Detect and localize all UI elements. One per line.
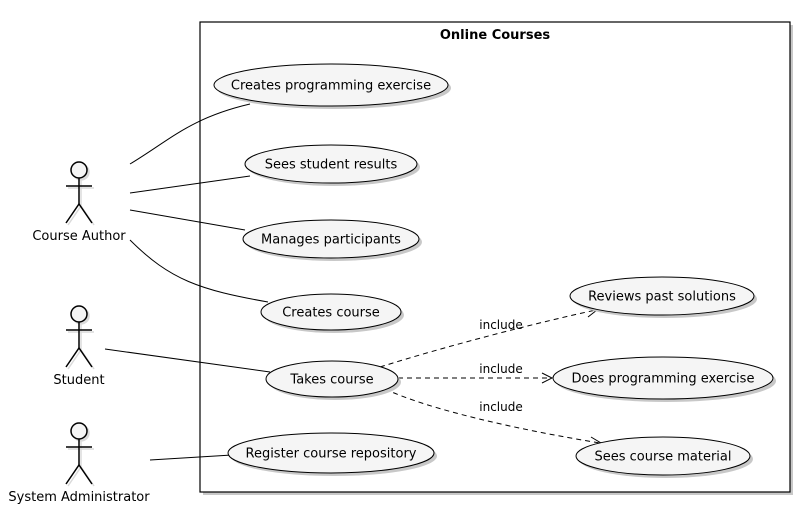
- use-case-see-results[interactable]: Sees student results: [244, 144, 420, 186]
- assoc-author-create-course: [129, 239, 269, 303]
- actor-label: Course Author: [32, 229, 126, 244]
- use-case-create-exercise[interactable]: Creates programming exercise: [213, 63, 451, 109]
- include-arrow-material: [384, 388, 601, 444]
- actor-system-administrator[interactable]: System Administrator: [8, 422, 150, 505]
- stick-figure-icon: [65, 161, 95, 226]
- use-case-do-exercise[interactable]: Does programming exercise: [552, 356, 776, 402]
- use-case-label: Does programming exercise: [572, 372, 755, 387]
- use-case-label: Sees course material: [594, 450, 731, 465]
- use-case-label: Creates programming exercise: [231, 79, 431, 94]
- include-dependencies: include include include: [379, 304, 603, 450]
- use-case-label: Creates course: [282, 306, 380, 321]
- include-label-review: include: [479, 318, 522, 332]
- include-label-material: include: [479, 400, 522, 414]
- assoc-admin-register-repository: [149, 454, 233, 461]
- actor-student[interactable]: Student: [53, 305, 105, 388]
- use-case-label: Takes course: [289, 373, 373, 388]
- actor-label: Student: [53, 373, 104, 388]
- use-case-see-material[interactable]: Sees course material: [575, 436, 753, 478]
- use-case-review-solutions[interactable]: Reviews past solutions: [569, 276, 757, 318]
- actor-label: System Administrator: [8, 490, 150, 505]
- include-arrowhead-exercise: [541, 372, 554, 384]
- assoc-author-create-exercise: [129, 103, 251, 165]
- use-case-take-course[interactable]: Takes course: [265, 360, 401, 400]
- assoc-author-see-results: [129, 175, 251, 194]
- include-label-exercise: include: [479, 362, 522, 376]
- stick-figure-icon: [65, 305, 95, 370]
- associations: [104, 103, 271, 461]
- system-title: Online Courses: [440, 28, 551, 43]
- stick-figure-icon: [65, 422, 95, 487]
- assoc-author-manage-participants: [129, 209, 246, 231]
- include-arrow-review: [379, 309, 597, 368]
- use-case-label: Register course repository: [246, 447, 417, 462]
- use-case-manage-participants[interactable]: Manages participants: [242, 219, 422, 261]
- use-case-label: Sees student results: [265, 158, 398, 173]
- use-case-create-course[interactable]: Creates course: [260, 293, 404, 333]
- actor-course-author[interactable]: Course Author: [32, 161, 126, 244]
- use-case-label: Manages participants: [261, 233, 401, 248]
- assoc-student-take-course: [104, 348, 271, 373]
- use-case-label: Reviews past solutions: [588, 290, 736, 305]
- use-case-register-repository[interactable]: Register course repository: [227, 432, 437, 476]
